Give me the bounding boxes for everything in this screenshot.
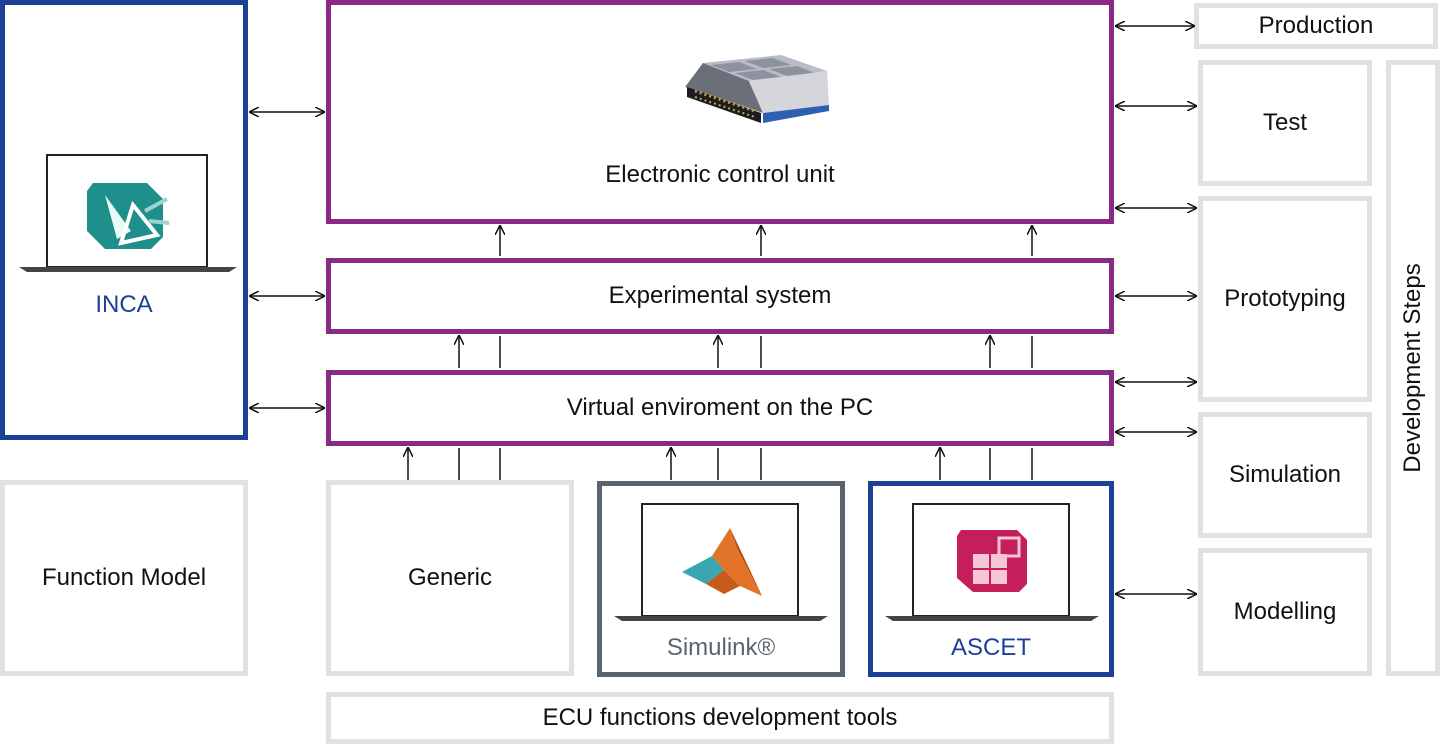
step-test-label: Test <box>1262 109 1307 136</box>
function-model-box: Function Model <box>0 480 248 676</box>
experimental-system-label: Experimental system <box>608 282 832 309</box>
function-model-label: Function Model <box>41 564 207 591</box>
ecu-hardware-icon <box>685 55 829 123</box>
step-prototyping: Prototyping <box>1198 196 1372 402</box>
ecu-tools-box: ECU functions development tools <box>326 692 1114 744</box>
step-production-label: Production <box>1258 12 1374 39</box>
step-production: Production <box>1194 3 1438 49</box>
step-prototyping-label: Prototyping <box>1224 285 1346 312</box>
virtual-environment-label: Virtual enviroment on the PC <box>566 394 874 421</box>
ascet-logo-icon <box>957 530 1027 592</box>
ecu-box: Electronic control unit <box>326 0 1114 224</box>
simulink-label: Simulink® <box>666 634 776 661</box>
step-modelling-label: Modelling <box>1233 598 1337 625</box>
ecu-tools-label: ECU functions development tools <box>542 704 898 731</box>
step-simulation: Simulation <box>1198 412 1372 538</box>
inca-label: INCA <box>95 291 153 318</box>
ecu-label: Electronic control unit <box>605 161 835 188</box>
development-steps-label: Development Steps <box>1399 263 1426 473</box>
inca-box: INCA <box>0 0 248 440</box>
generic-label: Generic <box>407 564 493 591</box>
generic-box: Generic <box>326 480 574 676</box>
step-simulation-label: Simulation <box>1228 461 1342 488</box>
inca-logo-icon <box>87 183 170 249</box>
virtual-environment-box: Virtual enviroment on the PC <box>326 370 1114 446</box>
matlab-logo-icon <box>682 528 762 596</box>
experimental-system-box: Experimental system <box>326 258 1114 334</box>
simulink-box: Simulink® <box>597 481 845 677</box>
ascet-box: ASCET <box>868 481 1114 677</box>
ascet-laptop-icon <box>885 503 1099 621</box>
ascet-label: ASCET <box>950 634 1031 661</box>
simulink-laptop-icon <box>614 503 828 621</box>
inca-laptop-icon <box>19 154 237 272</box>
development-steps-bar: Development Steps <box>1386 60 1440 676</box>
step-test: Test <box>1198 60 1372 186</box>
step-modelling: Modelling <box>1198 548 1372 676</box>
